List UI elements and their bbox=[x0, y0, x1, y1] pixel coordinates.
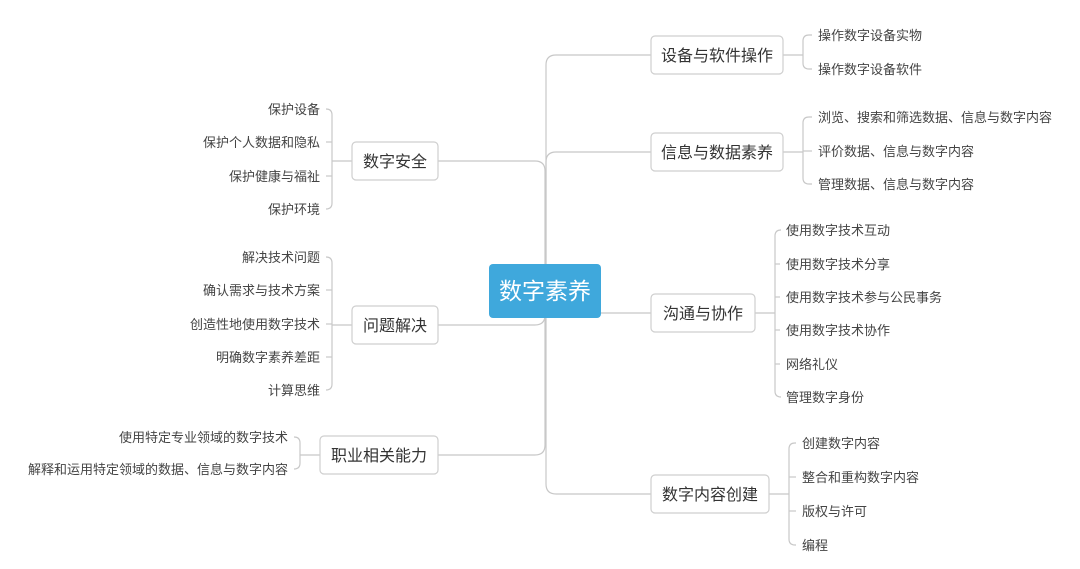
branch-career-box bbox=[319, 435, 439, 475]
leaf-safety-3[interactable]: 保护环境 bbox=[268, 203, 320, 218]
leaf-safety-2[interactable]: 保护健康与福祉 bbox=[229, 169, 320, 185]
leaf-info-0[interactable]: 浏览、搜索和筛选数据、信息与数字内容 bbox=[818, 110, 1052, 126]
leaf-career-0[interactable]: 使用特定专业领域的数字技术 bbox=[119, 430, 288, 446]
leaf-communicate-4[interactable]: 网络礼仪 bbox=[786, 357, 838, 373]
leaf-problem-0[interactable]: 解决技术问题 bbox=[242, 251, 320, 266]
branch-problem-label: 问题解决 bbox=[363, 316, 427, 335]
branch-career[interactable]: 职业相关能力 bbox=[319, 435, 439, 475]
connector-communicate-leaf-0 bbox=[774, 229, 782, 237]
connector-career-leaf-0 bbox=[293, 436, 301, 444]
leaf-problem-1[interactable]: 确认需求与技术方案 bbox=[203, 283, 320, 299]
leaf-create-2[interactable]: 版权与许可 bbox=[802, 504, 867, 520]
connector-create-leaf-0 bbox=[788, 442, 796, 450]
connector-devices-leaf-0 bbox=[802, 34, 812, 42]
connector-safety-leaf-3 bbox=[325, 202, 333, 210]
branch-create-box bbox=[650, 474, 770, 514]
leaf-info-1[interactable]: 评价数据、信息与数字内容 bbox=[818, 144, 974, 160]
branch-communicate-label: 沟通与协作 bbox=[663, 304, 743, 323]
leaf-communicate-3[interactable]: 使用数字技术协作 bbox=[786, 323, 890, 339]
connector-center-to-safety bbox=[438, 160, 546, 290]
leaf-devices-1[interactable]: 操作数字设备软件 bbox=[818, 62, 922, 78]
leaf-info-2[interactable]: 管理数据、信息与数字内容 bbox=[818, 177, 974, 193]
branch-communicate-box bbox=[650, 293, 756, 333]
branch-communicate[interactable]: 沟通与协作 bbox=[650, 293, 756, 333]
branch-problem-box bbox=[351, 305, 439, 345]
branch-info-box bbox=[650, 132, 784, 172]
connector-center-to-create bbox=[545, 290, 651, 495]
leaf-problem-4[interactable]: 计算思维 bbox=[268, 384, 320, 399]
leaf-create-3[interactable]: 编程 bbox=[802, 539, 828, 554]
connector-center-to-devices bbox=[545, 54, 651, 290]
branch-create-label: 数字内容创建 bbox=[662, 485, 758, 504]
branch-career-label: 职业相关能力 bbox=[331, 446, 427, 465]
leaf-communicate-0[interactable]: 使用数字技术互动 bbox=[786, 223, 890, 239]
connector-career-leaf-1 bbox=[293, 462, 301, 470]
connector-center-to-info bbox=[545, 151, 651, 290]
leaf-problem-3[interactable]: 明确数字素养差距 bbox=[216, 350, 320, 366]
branch-problem[interactable]: 问题解决 bbox=[351, 305, 439, 345]
leaf-create-0[interactable]: 创建数字内容 bbox=[802, 436, 880, 452]
branch-devices-label: 设备与软件操作 bbox=[661, 46, 773, 65]
connector-create-leaf-3 bbox=[788, 538, 796, 546]
connector-communicate-leaf-5 bbox=[774, 390, 782, 398]
branch-devices-box bbox=[650, 35, 784, 75]
center-node[interactable]: 数字素养 bbox=[489, 264, 601, 318]
connector-info-leaf-2 bbox=[802, 177, 812, 185]
connector-problem-leaf-0 bbox=[325, 256, 333, 264]
branch-info[interactable]: 信息与数据素养 bbox=[650, 132, 784, 172]
branch-safety-label: 数字安全 bbox=[363, 152, 427, 171]
leaf-safety-0[interactable]: 保护设备 bbox=[268, 102, 320, 118]
connector-info-leaf-0 bbox=[802, 116, 812, 124]
branch-create[interactable]: 数字内容创建 bbox=[650, 474, 770, 514]
leaf-create-1[interactable]: 整合和重构数字内容 bbox=[802, 470, 919, 486]
leaf-communicate-2[interactable]: 使用数字技术参与公民事务 bbox=[786, 290, 942, 306]
leaf-problem-2[interactable]: 创造性地使用数字技术 bbox=[190, 317, 320, 333]
leaf-safety-1[interactable]: 保护个人数据和隐私 bbox=[203, 136, 320, 151]
connector-devices-leaf-1 bbox=[802, 62, 812, 70]
branch-devices[interactable]: 设备与软件操作 bbox=[650, 35, 784, 75]
connector-safety-leaf-0 bbox=[325, 108, 333, 116]
connector-center-to-career bbox=[438, 290, 546, 456]
center-node-label: 数字素养 bbox=[499, 279, 591, 305]
center-node-box bbox=[489, 264, 601, 318]
branch-safety-box bbox=[351, 141, 439, 181]
branch-safety[interactable]: 数字安全 bbox=[351, 141, 439, 181]
leaf-career-1[interactable]: 解释和运用特定领域的数据、信息与数字内容 bbox=[28, 462, 288, 478]
leaf-devices-0[interactable]: 操作数字设备实物 bbox=[818, 28, 922, 44]
branch-info-label: 信息与数据素养 bbox=[661, 143, 773, 162]
leaf-communicate-1[interactable]: 使用数字技术分享 bbox=[786, 257, 890, 273]
connector-problem-leaf-4 bbox=[325, 383, 333, 391]
leaf-communicate-5[interactable]: 管理数字身份 bbox=[786, 390, 864, 406]
